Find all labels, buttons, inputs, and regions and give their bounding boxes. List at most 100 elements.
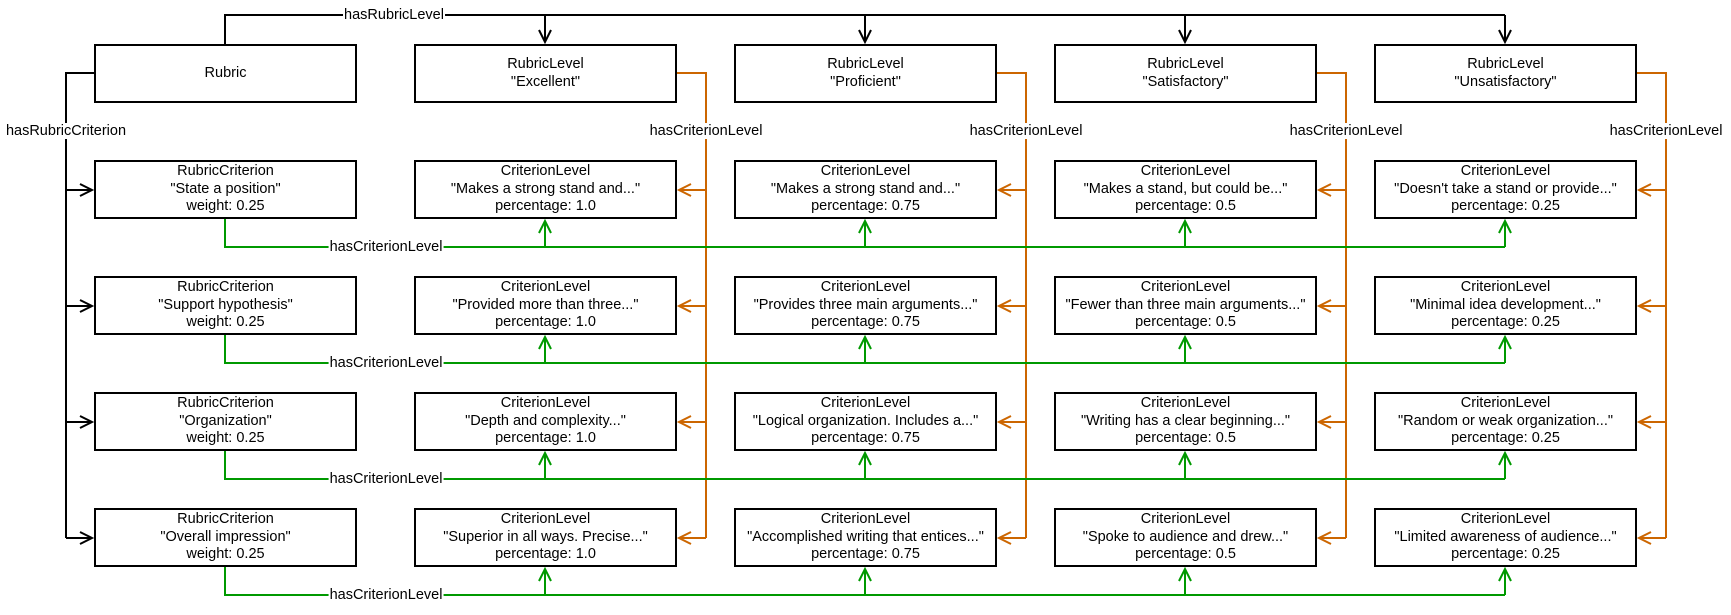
criterion-level-text: "Provided more than three..." xyxy=(452,296,639,313)
arrow-up-icon xyxy=(1498,566,1512,582)
level-edge-label: hasCriterionLevel xyxy=(648,123,764,139)
criterion-level-node[interactable]: CriterionLevel "Superior in all ways. Pr… xyxy=(414,508,677,567)
rubric-level-node-proficient[interactable]: RubricLevel "Proficient" xyxy=(734,44,997,103)
level-criterion-bus xyxy=(677,72,707,538)
criterion-level-type: CriterionLevel xyxy=(500,279,591,296)
criterion-level-percentage: percentage: 0.5 xyxy=(1135,546,1236,563)
arrow-left-icon xyxy=(1316,299,1332,313)
criterion-level-percentage: percentage: 0.75 xyxy=(811,198,920,215)
criterion-level-node[interactable]: CriterionLevel "Logical organization. In… xyxy=(734,392,997,451)
criterion-level-node[interactable]: CriterionLevel "Writing has a clear begi… xyxy=(1054,392,1317,451)
criterion-level-percentage: percentage: 0.75 xyxy=(811,430,920,447)
criterion-level-bus xyxy=(224,451,1505,480)
arrow-left-icon xyxy=(1636,183,1652,197)
rubric-level-node-satisfactory[interactable]: RubricLevel "Satisfactory" xyxy=(1054,44,1317,103)
rubric-label: Rubric xyxy=(204,64,247,81)
criterion-edge-label: hasCriterionLevel xyxy=(328,471,444,487)
arrow-up-icon xyxy=(1178,334,1192,350)
criterion-level-bus xyxy=(224,335,1505,364)
arrow-right-icon xyxy=(79,531,95,545)
criterion-level-text: "Writing has a clear beginning..." xyxy=(1080,412,1291,429)
arrow-left-icon xyxy=(1636,415,1652,429)
has-rubric-level-label: hasRubricLevel xyxy=(343,7,445,23)
criterion-level-node[interactable]: CriterionLevel "Minimal idea development… xyxy=(1374,276,1637,335)
arrow-up-icon xyxy=(1498,218,1512,234)
rubric-criterion-node[interactable]: RubricCriterion "Organization" weight: 0… xyxy=(94,392,357,451)
arrow-right-icon xyxy=(79,183,95,197)
arrow-up-icon xyxy=(858,450,872,466)
criterion-level-node[interactable]: CriterionLevel "Makes a strong stand and… xyxy=(414,160,677,219)
arrow-up-icon xyxy=(1178,566,1192,582)
criterion-level-node[interactable]: CriterionLevel "Doesn't take a stand or … xyxy=(1374,160,1637,219)
rubric-level-name: "Excellent" xyxy=(510,73,581,90)
criterion-level-bus xyxy=(224,219,1505,248)
arrow-left-icon xyxy=(996,415,1012,429)
arrow-down-icon xyxy=(1178,29,1192,45)
criterion-weight: weight: 0.25 xyxy=(186,430,265,447)
criterion-level-percentage: percentage: 1.0 xyxy=(495,546,596,563)
arrow-down-icon xyxy=(1498,29,1512,45)
criterion-weight: weight: 0.25 xyxy=(186,546,265,563)
criterion-level-node[interactable]: CriterionLevel "Depth and complexity..."… xyxy=(414,392,677,451)
rubric-level-type: RubricLevel xyxy=(827,56,904,72)
criterion-level-text: "Depth and complexity..." xyxy=(465,412,626,429)
arrow-up-icon xyxy=(538,218,552,234)
rubric-criterion-node[interactable]: RubricCriterion "Support hypothesis" wei… xyxy=(94,276,357,335)
criterion-level-node[interactable]: CriterionLevel "Accomplished writing tha… xyxy=(734,508,997,567)
criterion-name: "Support hypothesis" xyxy=(158,296,293,313)
criterion-name: "Organization" xyxy=(179,412,272,429)
criterion-level-type: CriterionLevel xyxy=(1460,279,1551,296)
arrow-left-icon xyxy=(996,531,1012,545)
arrow-up-icon xyxy=(1498,450,1512,466)
criterion-level-node[interactable]: CriterionLevel "Fewer than three main ar… xyxy=(1054,276,1317,335)
criterion-type: RubricCriterion xyxy=(177,279,274,296)
level-criterion-bus xyxy=(997,72,1027,538)
level-criterion-bus xyxy=(1637,72,1667,538)
criterion-level-type: CriterionLevel xyxy=(500,163,591,180)
criterion-level-node[interactable]: CriterionLevel "Makes a stand, but could… xyxy=(1054,160,1317,219)
criterion-level-percentage: percentage: 0.25 xyxy=(1451,198,1560,215)
rubric-node[interactable]: Rubric xyxy=(94,44,357,103)
rubric-level-type: RubricLevel xyxy=(1467,56,1544,72)
criterion-level-percentage: percentage: 0.25 xyxy=(1451,430,1560,447)
criterion-level-type: CriterionLevel xyxy=(1140,395,1231,412)
rubric-level-node-excellent[interactable]: RubricLevel "Excellent" xyxy=(414,44,677,103)
criterion-level-node[interactable]: CriterionLevel "Random or weak organizat… xyxy=(1374,392,1637,451)
arrow-down-icon xyxy=(538,29,552,45)
criterion-level-type: CriterionLevel xyxy=(1140,511,1231,528)
rubric-level-name: "Unsatisfactory" xyxy=(1454,73,1557,90)
arrow-left-icon xyxy=(1316,531,1332,545)
criterion-level-text: "Spoke to audience and drew..." xyxy=(1082,528,1289,545)
criterion-level-type: CriterionLevel xyxy=(820,163,911,180)
criterion-level-text: "Superior in all ways. Precise..." xyxy=(443,528,648,545)
criterion-level-percentage: percentage: 0.75 xyxy=(811,546,920,563)
level-edge-label: hasCriterionLevel xyxy=(1288,123,1404,139)
rubric-level-name: "Satisfactory" xyxy=(1142,73,1229,90)
criterion-weight: weight: 0.25 xyxy=(186,198,265,215)
rubric-level-type: RubricLevel xyxy=(1147,56,1224,72)
criterion-name: "State a position" xyxy=(170,180,281,197)
criterion-level-node[interactable]: CriterionLevel "Spoke to audience and dr… xyxy=(1054,508,1317,567)
rubric-criterion-node[interactable]: RubricCriterion "State a position" weigh… xyxy=(94,160,357,219)
rubric-criterion-node[interactable]: RubricCriterion "Overall impression" wei… xyxy=(94,508,357,567)
arrow-up-icon xyxy=(538,450,552,466)
criterion-level-node[interactable]: CriterionLevel "Provides three main argu… xyxy=(734,276,997,335)
criterion-edge-label: hasCriterionLevel xyxy=(328,587,444,603)
rubric-level-node-unsatisfactory[interactable]: RubricLevel "Unsatisfactory" xyxy=(1374,44,1637,103)
criterion-level-node[interactable]: CriterionLevel "Limited awareness of aud… xyxy=(1374,508,1637,567)
arrow-left-icon xyxy=(996,183,1012,197)
arrow-left-icon xyxy=(676,299,692,313)
arrow-left-icon xyxy=(676,415,692,429)
criterion-level-node[interactable]: CriterionLevel "Provided more than three… xyxy=(414,276,677,335)
criterion-level-text: "Accomplished writing that entices..." xyxy=(747,528,984,545)
criterion-level-type: CriterionLevel xyxy=(1460,395,1551,412)
rubric-level-name: "Proficient" xyxy=(830,73,901,90)
arrow-up-icon xyxy=(538,566,552,582)
criterion-type: RubricCriterion xyxy=(177,511,274,528)
arrow-right-icon xyxy=(79,415,95,429)
criterion-level-node[interactable]: CriterionLevel "Makes a strong stand and… xyxy=(734,160,997,219)
level-criterion-bus xyxy=(1317,72,1347,538)
criterion-level-percentage: percentage: 0.5 xyxy=(1135,314,1236,331)
